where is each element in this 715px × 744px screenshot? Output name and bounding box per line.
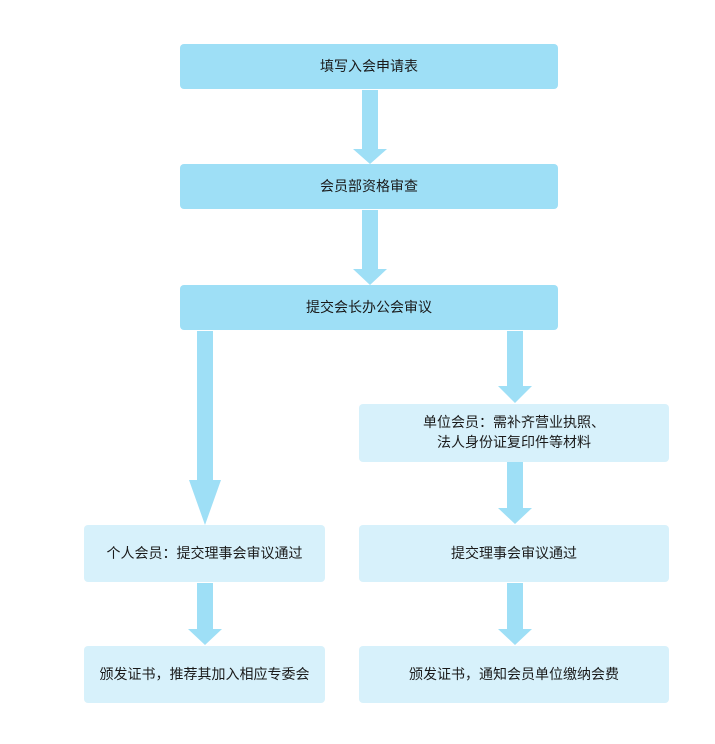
personal-member-result-label: 颁发证书，推荐其加入相应专委会 [99,666,310,683]
personal-member-approval: 个人会员：提交理事会审议通过 [84,525,325,582]
unit-member-result-label: 颁发证书，通知会员单位缴纳会费 [409,666,619,683]
arrow-personal-approval-to-result [188,583,222,645]
unit-member-requirement-line1: 单位会员：需补齐营业执照、 [423,415,605,431]
step-qualification-review: 会员部资格审查 [180,164,558,209]
arrow-unit-approval-to-result [498,583,532,645]
arrow-step3-to-unit [498,331,532,403]
unit-member-requirement-line2: 法人身份证复印件等材料 [437,435,591,451]
personal-member-result: 颁发证书，推荐其加入相应专委会 [84,646,325,703]
step-president-meeting-label: 提交会长办公会审议 [306,299,432,316]
personal-member-approval-label: 个人会员：提交理事会审议通过 [106,545,303,562]
arrow-step2-to-step3 [353,210,387,285]
step-fill-application: 填写入会申请表 [180,44,558,89]
arrow-step3-to-personal [189,331,221,525]
unit-member-result: 颁发证书，通知会员单位缴纳会费 [359,646,669,703]
step-fill-application-label: 填写入会申请表 [320,58,418,75]
step-qualification-review-label: 会员部资格审查 [320,178,418,195]
unit-member-approval-label: 提交理事会审议通过 [451,545,577,562]
step-president-meeting: 提交会长办公会审议 [180,285,558,330]
unit-member-requirement: 单位会员：需补齐营业执照、 法人身份证复印件等材料 [359,404,669,462]
arrow-unit-req-to-approval [498,462,532,524]
unit-member-approval: 提交理事会审议通过 [359,525,669,582]
arrow-step1-to-step2 [353,90,387,164]
